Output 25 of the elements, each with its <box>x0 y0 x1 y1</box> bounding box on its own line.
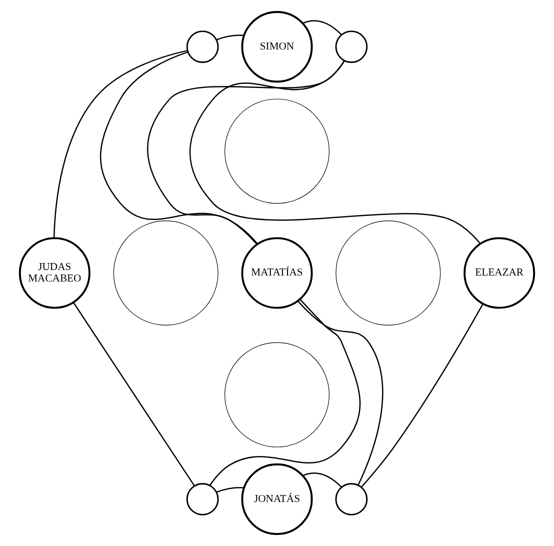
connector <box>209 299 361 486</box>
node-circle: SIMON <box>241 11 313 83</box>
node-circle: ELEAZAR <box>464 237 536 309</box>
connector <box>216 486 244 493</box>
node-circle <box>336 220 441 326</box>
connector <box>302 20 342 36</box>
connector <box>53 50 188 238</box>
connector <box>360 304 484 488</box>
node-circle: MATATÍAS <box>241 237 313 309</box>
node-circle <box>224 342 330 448</box>
connector <box>189 60 481 244</box>
node-circle: JUDAS MACABEO <box>18 237 90 309</box>
node-circle <box>113 220 218 326</box>
node-circle <box>224 98 330 204</box>
connector <box>147 60 345 245</box>
connector <box>100 51 258 244</box>
connector <box>216 34 244 40</box>
connector <box>302 472 342 488</box>
node-circle <box>186 483 219 516</box>
connector <box>297 300 384 486</box>
node-circle <box>335 483 368 516</box>
node-circle: JONATÁS <box>241 463 313 535</box>
node-circle <box>186 30 219 63</box>
connector <box>72 302 195 486</box>
node-circle <box>335 30 368 63</box>
